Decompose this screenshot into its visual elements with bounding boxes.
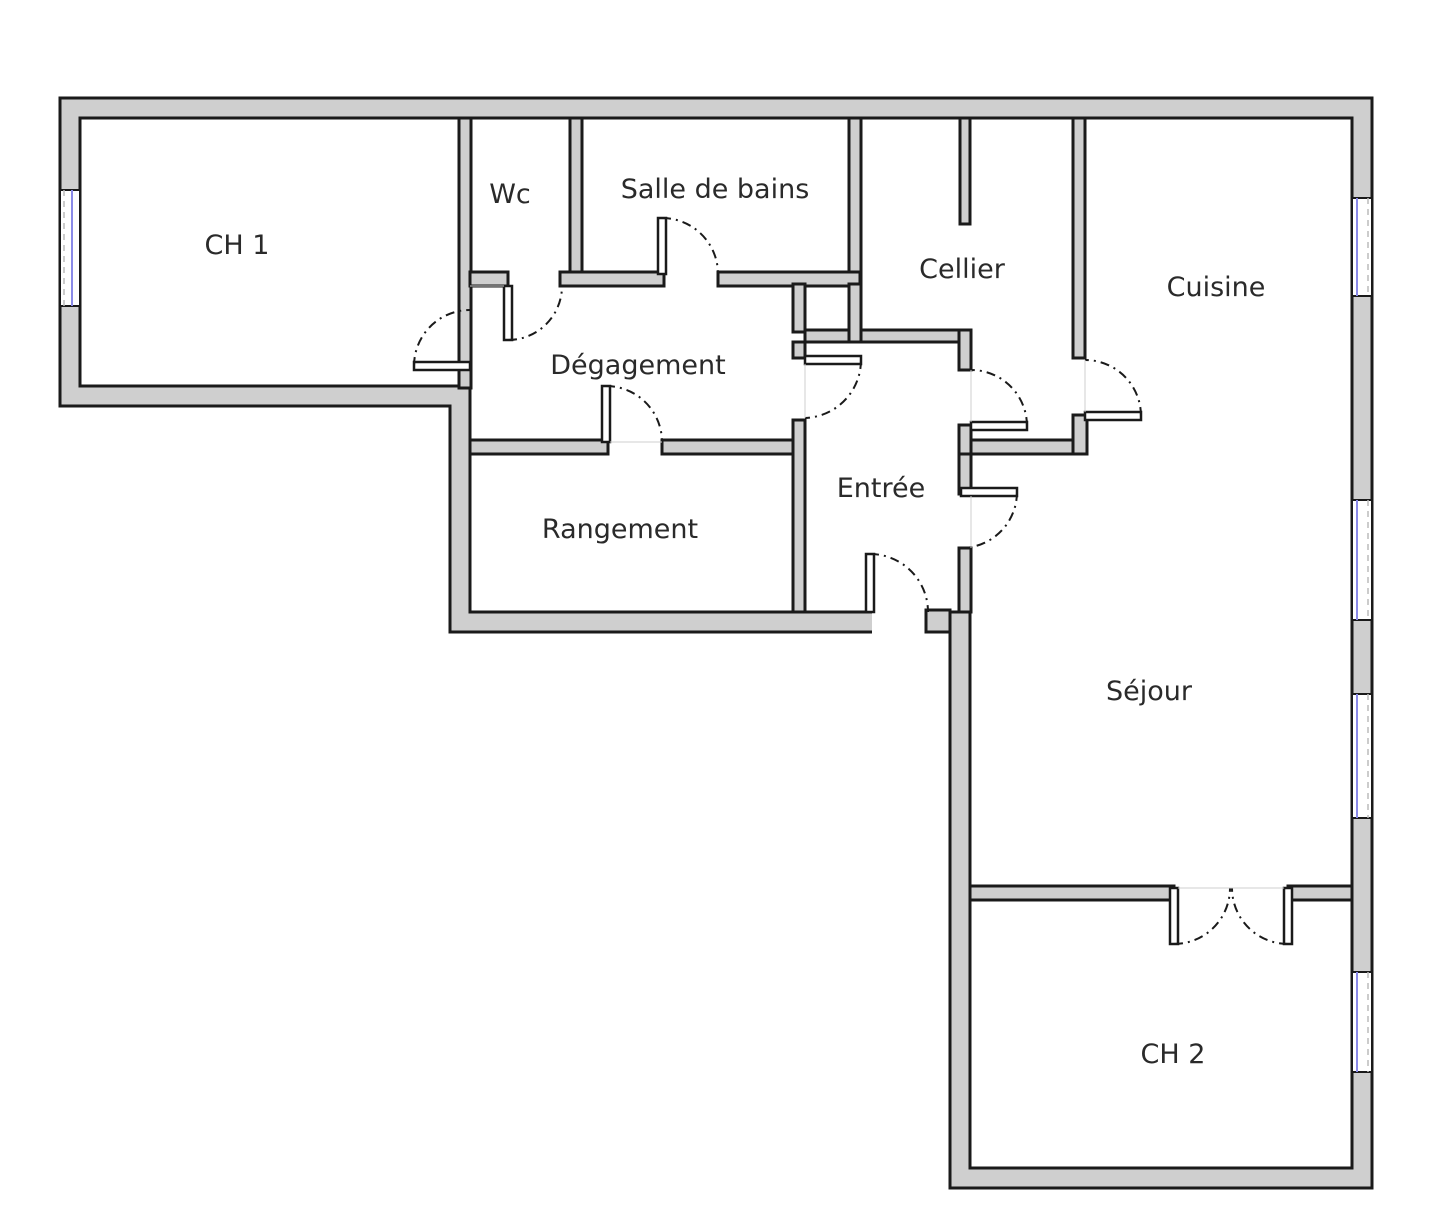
door-ch1 (412, 309, 472, 372)
door-entree (864, 552, 929, 614)
door-cuisine (1083, 359, 1143, 422)
label-ch2: CH 2 (1141, 1039, 1206, 1070)
label-salle-de-bains: Salle de bains (621, 174, 810, 205)
window-cuisine (1351, 197, 1373, 297)
door-rangement (600, 384, 663, 444)
interior-walls (457, 116, 1354, 902)
window-ch2 (1351, 971, 1373, 1073)
label-entree: Entrée (837, 473, 926, 504)
outer-wall (58, 96, 1374, 1190)
door-ch2 (1168, 886, 1294, 946)
opening-guides (470, 285, 1284, 889)
label-rangement: Rangement (542, 514, 698, 545)
label-sejour: Séjour (1106, 676, 1193, 707)
window-sejour-2 (1351, 693, 1373, 819)
door-cellier (969, 369, 1029, 432)
window-ch1 (59, 189, 81, 307)
door-salle-de-bains (656, 216, 719, 276)
window-sejour-1 (1351, 499, 1373, 621)
label-ch1: CH 1 (205, 230, 270, 261)
door-sejour (959, 486, 1019, 549)
door-degagement (803, 354, 863, 419)
label-wc: Wc (489, 179, 531, 210)
windows (59, 189, 1373, 1073)
label-cuisine: Cuisine (1167, 272, 1266, 303)
label-cellier: Cellier (919, 254, 1006, 285)
door-wc (502, 284, 563, 342)
room-labels: CH 1 Wc Salle de bains Cellier Cuisine D… (205, 174, 1266, 1070)
label-degagement: Dégagement (550, 350, 725, 381)
doors (412, 216, 1294, 946)
